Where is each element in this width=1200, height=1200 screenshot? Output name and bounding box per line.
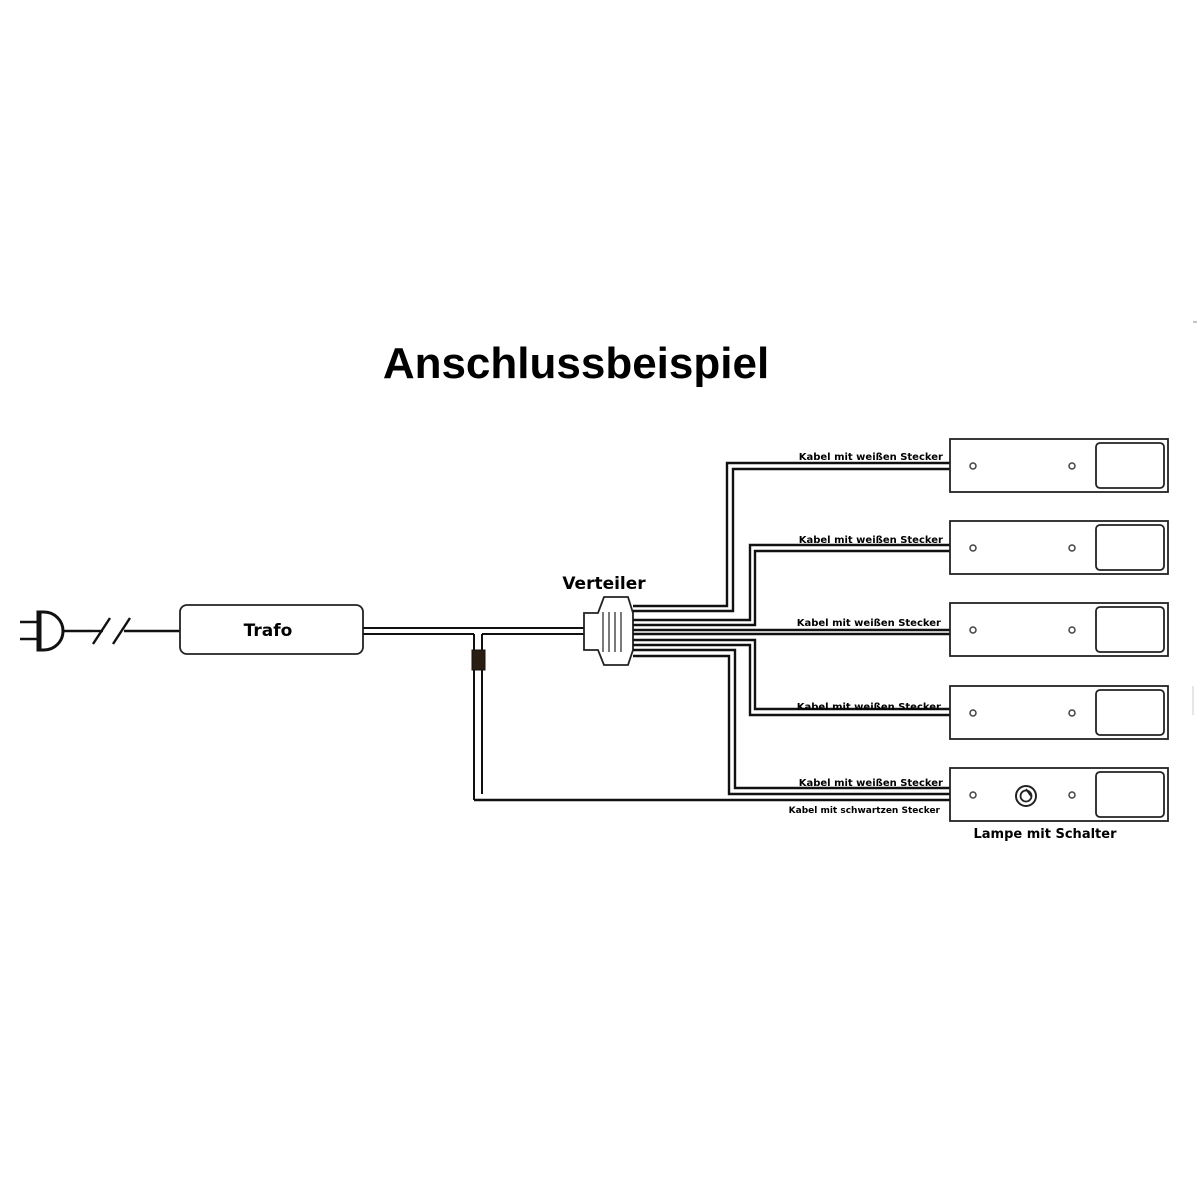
cable-break-icon: [91, 617, 180, 645]
lamp-3: [949, 602, 1169, 657]
output-wires: [474, 461, 950, 802]
diagram-title: Anschlussbeispiel: [383, 339, 769, 388]
cable-label-3: Kabel mit weißen Stecker: [797, 618, 941, 629]
distributor-label: Verteiler: [562, 574, 646, 594]
switch-lamp-label: Lampe mit Schalter: [974, 827, 1118, 842]
inline-switch: [471, 634, 486, 800]
lamp-4: [949, 685, 1169, 740]
lamp-1: [949, 438, 1169, 493]
cable-label-1: Kabel mit weißen Stecker: [799, 452, 943, 463]
cable-label-4: Kabel mit weißen Stecker: [797, 702, 941, 713]
transformer-label: Trafo: [244, 621, 293, 641]
transformer-box: Trafo: [179, 604, 364, 655]
power-switch-icon: [1015, 785, 1037, 807]
main-cable: [363, 627, 584, 635]
cable-label-2: Kabel mit weißen Stecker: [799, 535, 943, 546]
lamp-2: [949, 520, 1169, 575]
lamp-5-with-switch: Lampe mit Schalter: [949, 767, 1169, 842]
distributor-box: Verteiler: [562, 574, 646, 666]
plug-icon: [20, 610, 92, 652]
cable-label-5: Kabel mit weißen Stecker: [799, 778, 943, 789]
cable-label-black: Kabel mit schwartzen Stecker: [789, 806, 941, 816]
